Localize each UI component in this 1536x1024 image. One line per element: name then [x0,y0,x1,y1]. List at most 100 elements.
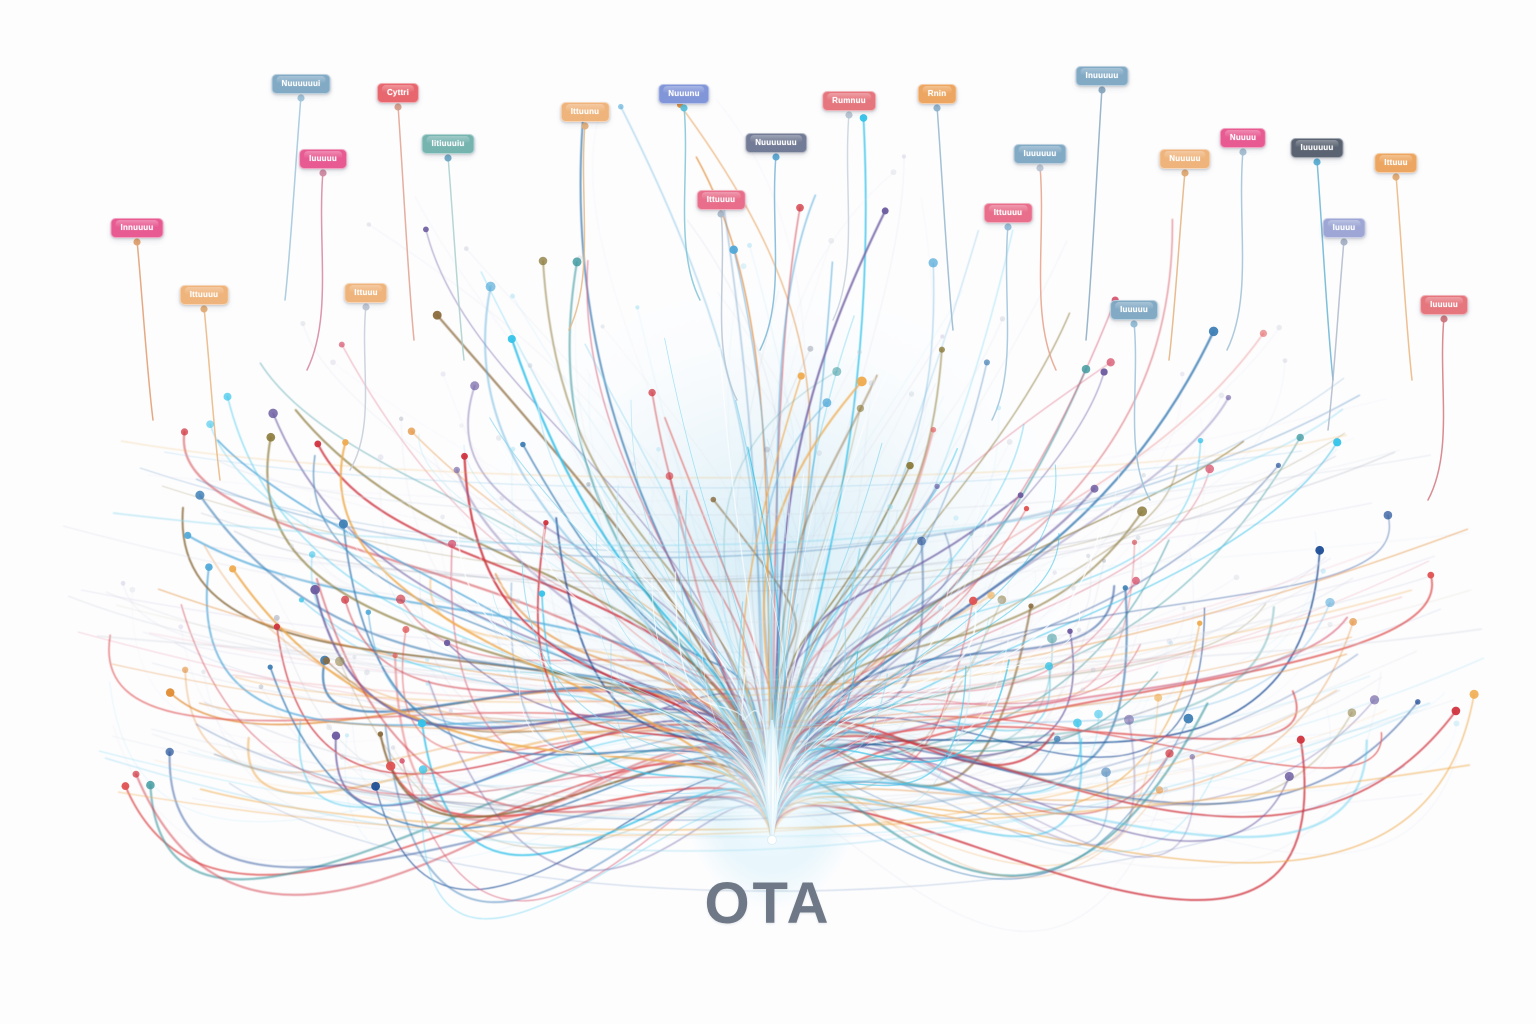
node-dot [132,770,140,778]
node-dot [432,310,442,320]
node-label-text: Innuuuu [120,223,154,232]
node-dot [1154,693,1163,702]
node-dot [1427,571,1435,579]
node-dot [300,320,306,327]
node-dot [1282,358,1288,363]
node-dot [1205,464,1215,474]
node-label-chip[interactable]: Iuuuuu [299,149,347,169]
node-label-chip[interactable]: Ittuuuu [179,285,229,305]
node-dot [572,257,582,267]
node-dot [1168,640,1174,646]
node-dot [856,376,867,387]
node-label-text: Iuuuuu [1430,300,1458,309]
node-label-chip[interactable]: Iuuuu [1322,218,1366,238]
node-label-chip[interactable]: Iuuuuu [1420,295,1468,315]
node-dot [857,349,862,355]
node-dot [1369,695,1380,705]
node-label-chip[interactable]: Iuuuuuu [1013,144,1067,164]
node-dot [868,380,875,387]
node-dot [1284,771,1294,781]
sweep-arc [233,451,1396,583]
node-dot [997,595,1007,605]
node-dot [1094,709,1103,719]
node-label-chip[interactable]: Nuuuuuui [271,74,331,94]
node-label-chip[interactable]: Ittuuu [344,283,388,303]
node-dot [338,341,345,348]
node-dot [223,392,232,401]
label-anchor-dot [1313,158,1321,166]
node-dot [520,441,526,448]
sweep-arc [67,574,1435,682]
sweep-arc [222,449,1401,542]
node-dot [881,207,889,215]
node-dot [908,391,915,397]
node-label-chip[interactable]: Nuuuuu [1159,149,1211,169]
node-label-chip[interactable]: Inuuuuu [1075,66,1129,86]
label-anchor-dot [1098,86,1106,94]
sweep-arc [139,377,1345,553]
label-anchor-dot [1440,315,1448,323]
node-label-chip[interactable]: Iitiuuuiu [421,134,475,154]
node-label-text: Cyttri [386,88,410,97]
label-anchor-dot [1239,148,1247,156]
node-label-chip[interactable]: Cyttri [376,83,420,103]
node-dot [832,366,842,377]
node-dot [289,543,295,549]
label-stem [1085,87,1103,341]
node-label-chip[interactable]: Iuuuuuu [1290,138,1344,158]
node-dot [470,381,480,391]
label-stem [759,154,777,351]
node-dot [395,594,406,605]
node-dot [1349,618,1357,626]
node-dot [182,666,189,673]
node-label-chip[interactable]: Ittuuuu [983,203,1033,223]
node-label-chip[interactable]: Ittuuuu [696,190,746,210]
node-dot [425,657,430,662]
node-label-text: Ittuuu [1384,158,1408,167]
node-dot [425,681,430,686]
node-dot [352,654,357,660]
node-label-chip[interactable]: Rnin [917,84,957,104]
node-dot [997,598,1004,604]
node-dot [1208,326,1219,337]
node-dot [538,590,546,597]
node-label-chip[interactable]: Nuuuuuuu [745,133,807,153]
node-dot [856,404,865,413]
node-dot [440,371,446,377]
label-stem-group [136,87,1445,501]
node-dot [740,263,747,270]
node-dot [1101,558,1107,563]
node-dot [953,515,959,521]
label-stem [136,239,154,421]
node-dot [1166,638,1173,645]
node-dot [656,447,661,452]
node-dot [543,520,549,526]
node-dot [1276,324,1282,331]
node-label-chip[interactable]: Nuuuu [1219,128,1267,148]
node-label-chip[interactable]: Ittuunu [560,102,610,122]
node-dot [1052,570,1057,575]
label-anchor-dot [1340,238,1348,246]
node-label-text: Ittuuu [354,288,378,297]
node-label-chip[interactable]: Ittuuu [1374,153,1418,173]
node-dot [1453,720,1460,727]
label-anchor-dot [717,210,725,218]
node-dot [1028,603,1034,609]
node-dot [1192,653,1198,658]
node-label-text: Iuuuu [1332,223,1356,232]
node-dot [807,345,814,352]
node-label-text: Iuuuuu [1120,305,1148,314]
label-stem [1133,321,1151,501]
node-label-chip[interactable]: Innuuuu [110,218,164,238]
node-dot [1197,437,1204,444]
node-dot [635,305,640,310]
node-label-chip[interactable]: Iuuuuu [1110,300,1158,320]
node-label-chip[interactable]: Rumnuu [822,91,876,111]
node-dot [399,758,405,764]
node-dot [461,452,468,460]
node-dot [987,591,996,600]
label-anchor-dot [581,122,589,130]
node-label-chip[interactable]: Nuuunu [658,84,710,104]
node-dot [499,495,505,501]
